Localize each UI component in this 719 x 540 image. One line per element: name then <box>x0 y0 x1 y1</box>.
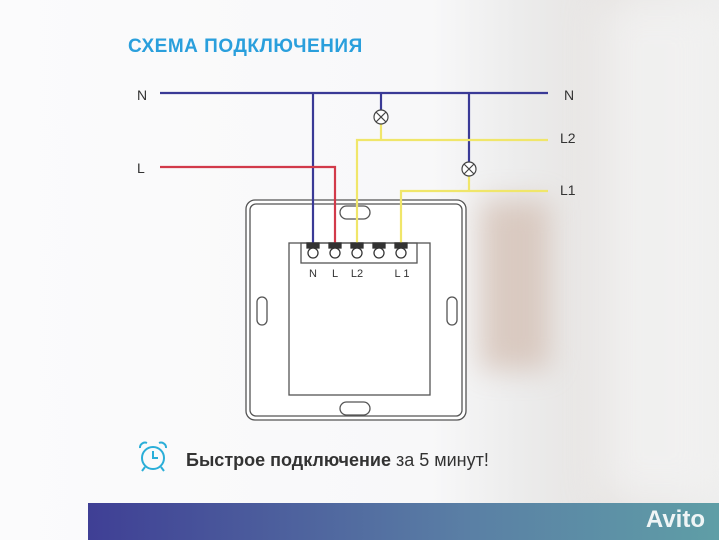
terminal-block <box>306 242 408 259</box>
bottom-gradient-bar <box>88 503 719 540</box>
label-l2: L2 <box>560 130 576 146</box>
l1-wire <box>399 176 548 251</box>
page-title: СХЕМА ПОДКЛЮЧЕНИЯ <box>128 36 363 57</box>
lamp-icon <box>373 109 389 125</box>
terminal-label: L 1 <box>395 268 410 280</box>
background-blur <box>480 200 550 370</box>
alarm-clock-icon <box>139 441 167 472</box>
l2-wire <box>355 124 548 251</box>
terminal-label: L <box>332 268 338 280</box>
label-l: L <box>137 160 145 176</box>
lamp-icon <box>461 161 477 177</box>
neutral-wire <box>160 91 548 251</box>
footer-text: Быстрое подключение за 5 минут! <box>186 450 489 471</box>
terminal-label: L2 <box>351 268 363 280</box>
footer-normal: за 5 минут! <box>390 450 489 470</box>
label-l1: L1 <box>560 182 576 198</box>
switch-plate <box>245 199 467 421</box>
label-n-right: N <box>564 87 574 103</box>
label-n-left: N <box>137 87 147 103</box>
background-blur <box>600 0 719 500</box>
footer-bold: Быстрое подключение <box>186 450 391 470</box>
terminal-label: N <box>309 268 317 280</box>
avito-watermark: Avito <box>645 506 705 533</box>
live-wire <box>160 165 337 251</box>
